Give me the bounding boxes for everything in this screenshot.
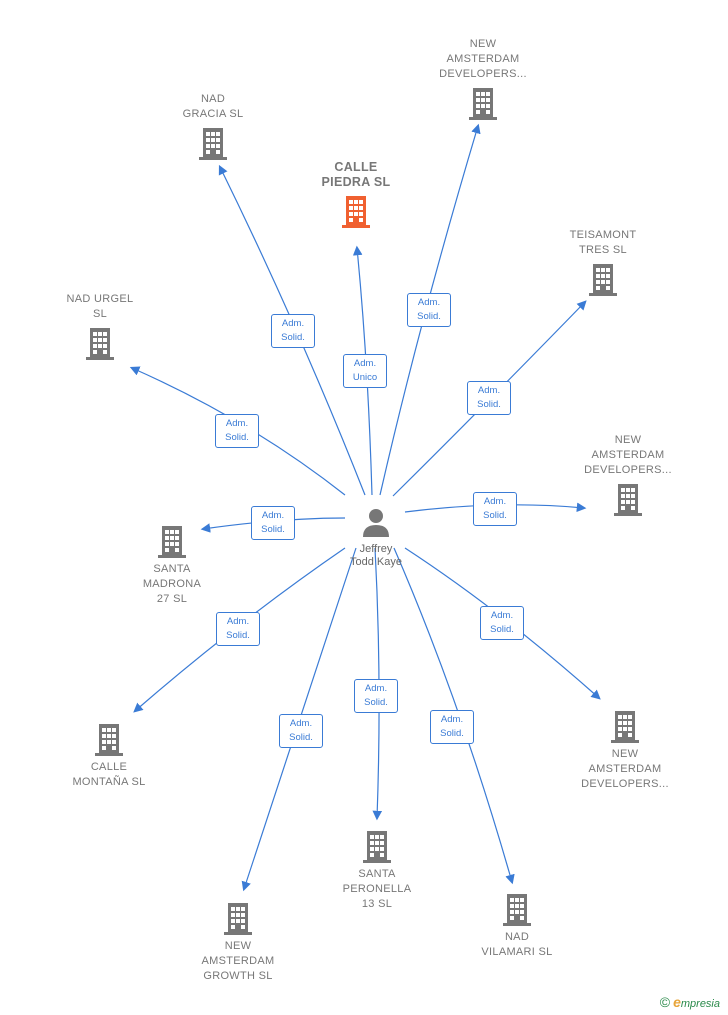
building-icon [363,831,391,863]
edge-label-new-amsterdam-developers-1[interactable]: Adm. Solid. [407,293,451,327]
building-icon [86,328,114,360]
edge-nad-vilamari [393,547,515,885]
copyright-icon: © [659,994,671,1010]
company-new-amsterdam-developers-1[interactable]: NEW AMSTERDAM DEVELOPERS... [413,37,553,124]
person-node[interactable]: Jeffrey Todd Kaye [336,506,416,569]
company-calle-montana[interactable]: CALLE MONTAÑA SL [39,718,179,790]
company-label: TEISAMONT TRES SL [569,229,637,256]
company-new-amsterdam-developers-2[interactable]: NEW AMSTERDAM DEVELOPERS... [558,433,698,520]
company-label: CALLE PIEDRA SL [321,160,391,189]
edge-label-calle-montana[interactable]: Adm. Solid. [216,612,260,646]
edge-label-santa-peronella[interactable]: Adm. Solid. [354,679,398,713]
brand-name: mpresia [680,998,720,1010]
edge-label-santa-madrona[interactable]: Adm. Solid. [251,506,295,540]
building-icon [469,88,497,120]
building-icon [589,264,617,296]
company-nad-vilamari[interactable]: NAD VILAMARI SL [447,888,587,960]
company-label: NEW AMSTERDAM GROWTH SL [201,940,275,982]
building-icon [611,711,639,743]
company-nad-gracia[interactable]: NAD GRACIA SL [143,92,283,164]
company-label: NAD VILAMARI SL [481,931,553,958]
building-icon [224,903,252,935]
company-new-amsterdam-growth[interactable]: NEW AMSTERDAM GROWTH SL [168,897,308,984]
company-santa-madrona[interactable]: SANTA MADRONA 27 SL [102,520,242,607]
company-label: NAD GRACIA SL [182,93,244,120]
edge-label-new-amsterdam-growth[interactable]: Adm. Solid. [279,714,323,748]
building-icon [614,484,642,516]
edge-label-new-amsterdam-developers-3[interactable]: Adm. Solid. [480,606,524,640]
company-label: SANTA MADRONA 27 SL [142,563,202,605]
edge-label-teisamont[interactable]: Adm. Solid. [467,381,511,415]
company-label: NAD URGEL SL [66,293,134,320]
edge-label-nad-urgel[interactable]: Adm. Solid. [215,414,259,448]
company-new-amsterdam-developers-3[interactable]: NEW AMSTERDAM DEVELOPERS... [555,705,695,792]
company-label: NEW AMSTERDAM DEVELOPERS... [581,748,669,790]
building-icon [342,196,370,228]
footer-brand[interactable]: © empresia [660,994,720,1010]
building-icon [95,724,123,756]
edge-label-nad-gracia[interactable]: Adm. Solid. [271,314,315,348]
company-teisamont-tres[interactable]: TEISAMONT TRES SL [533,228,673,300]
company-label: NEW AMSTERDAM DEVELOPERS... [584,434,672,476]
company-nad-urgel[interactable]: NAD URGEL SL [30,292,170,364]
company-calle-piedra[interactable]: CALLE PIEDRA SL [286,160,426,232]
building-icon [199,128,227,160]
building-icon [503,894,531,926]
person-icon [363,509,389,537]
company-label: SANTA PERONELLA 13 SL [342,868,412,910]
edge-label-main[interactable]: Adm. Unico [343,354,387,388]
building-icon [158,526,186,558]
edge-label-nad-vilamari[interactable]: Adm. Solid. [430,710,474,744]
company-santa-peronella[interactable]: SANTA PERONELLA 13 SL [307,825,447,912]
edge-label-new-amsterdam-developers-2[interactable]: Adm. Solid. [473,492,517,526]
company-label: CALLE MONTAÑA SL [72,761,146,788]
brand-initial: e [673,994,681,1010]
person-name: Jeffrey Todd Kaye [350,543,402,568]
company-label: NEW AMSTERDAM DEVELOPERS... [439,38,527,80]
